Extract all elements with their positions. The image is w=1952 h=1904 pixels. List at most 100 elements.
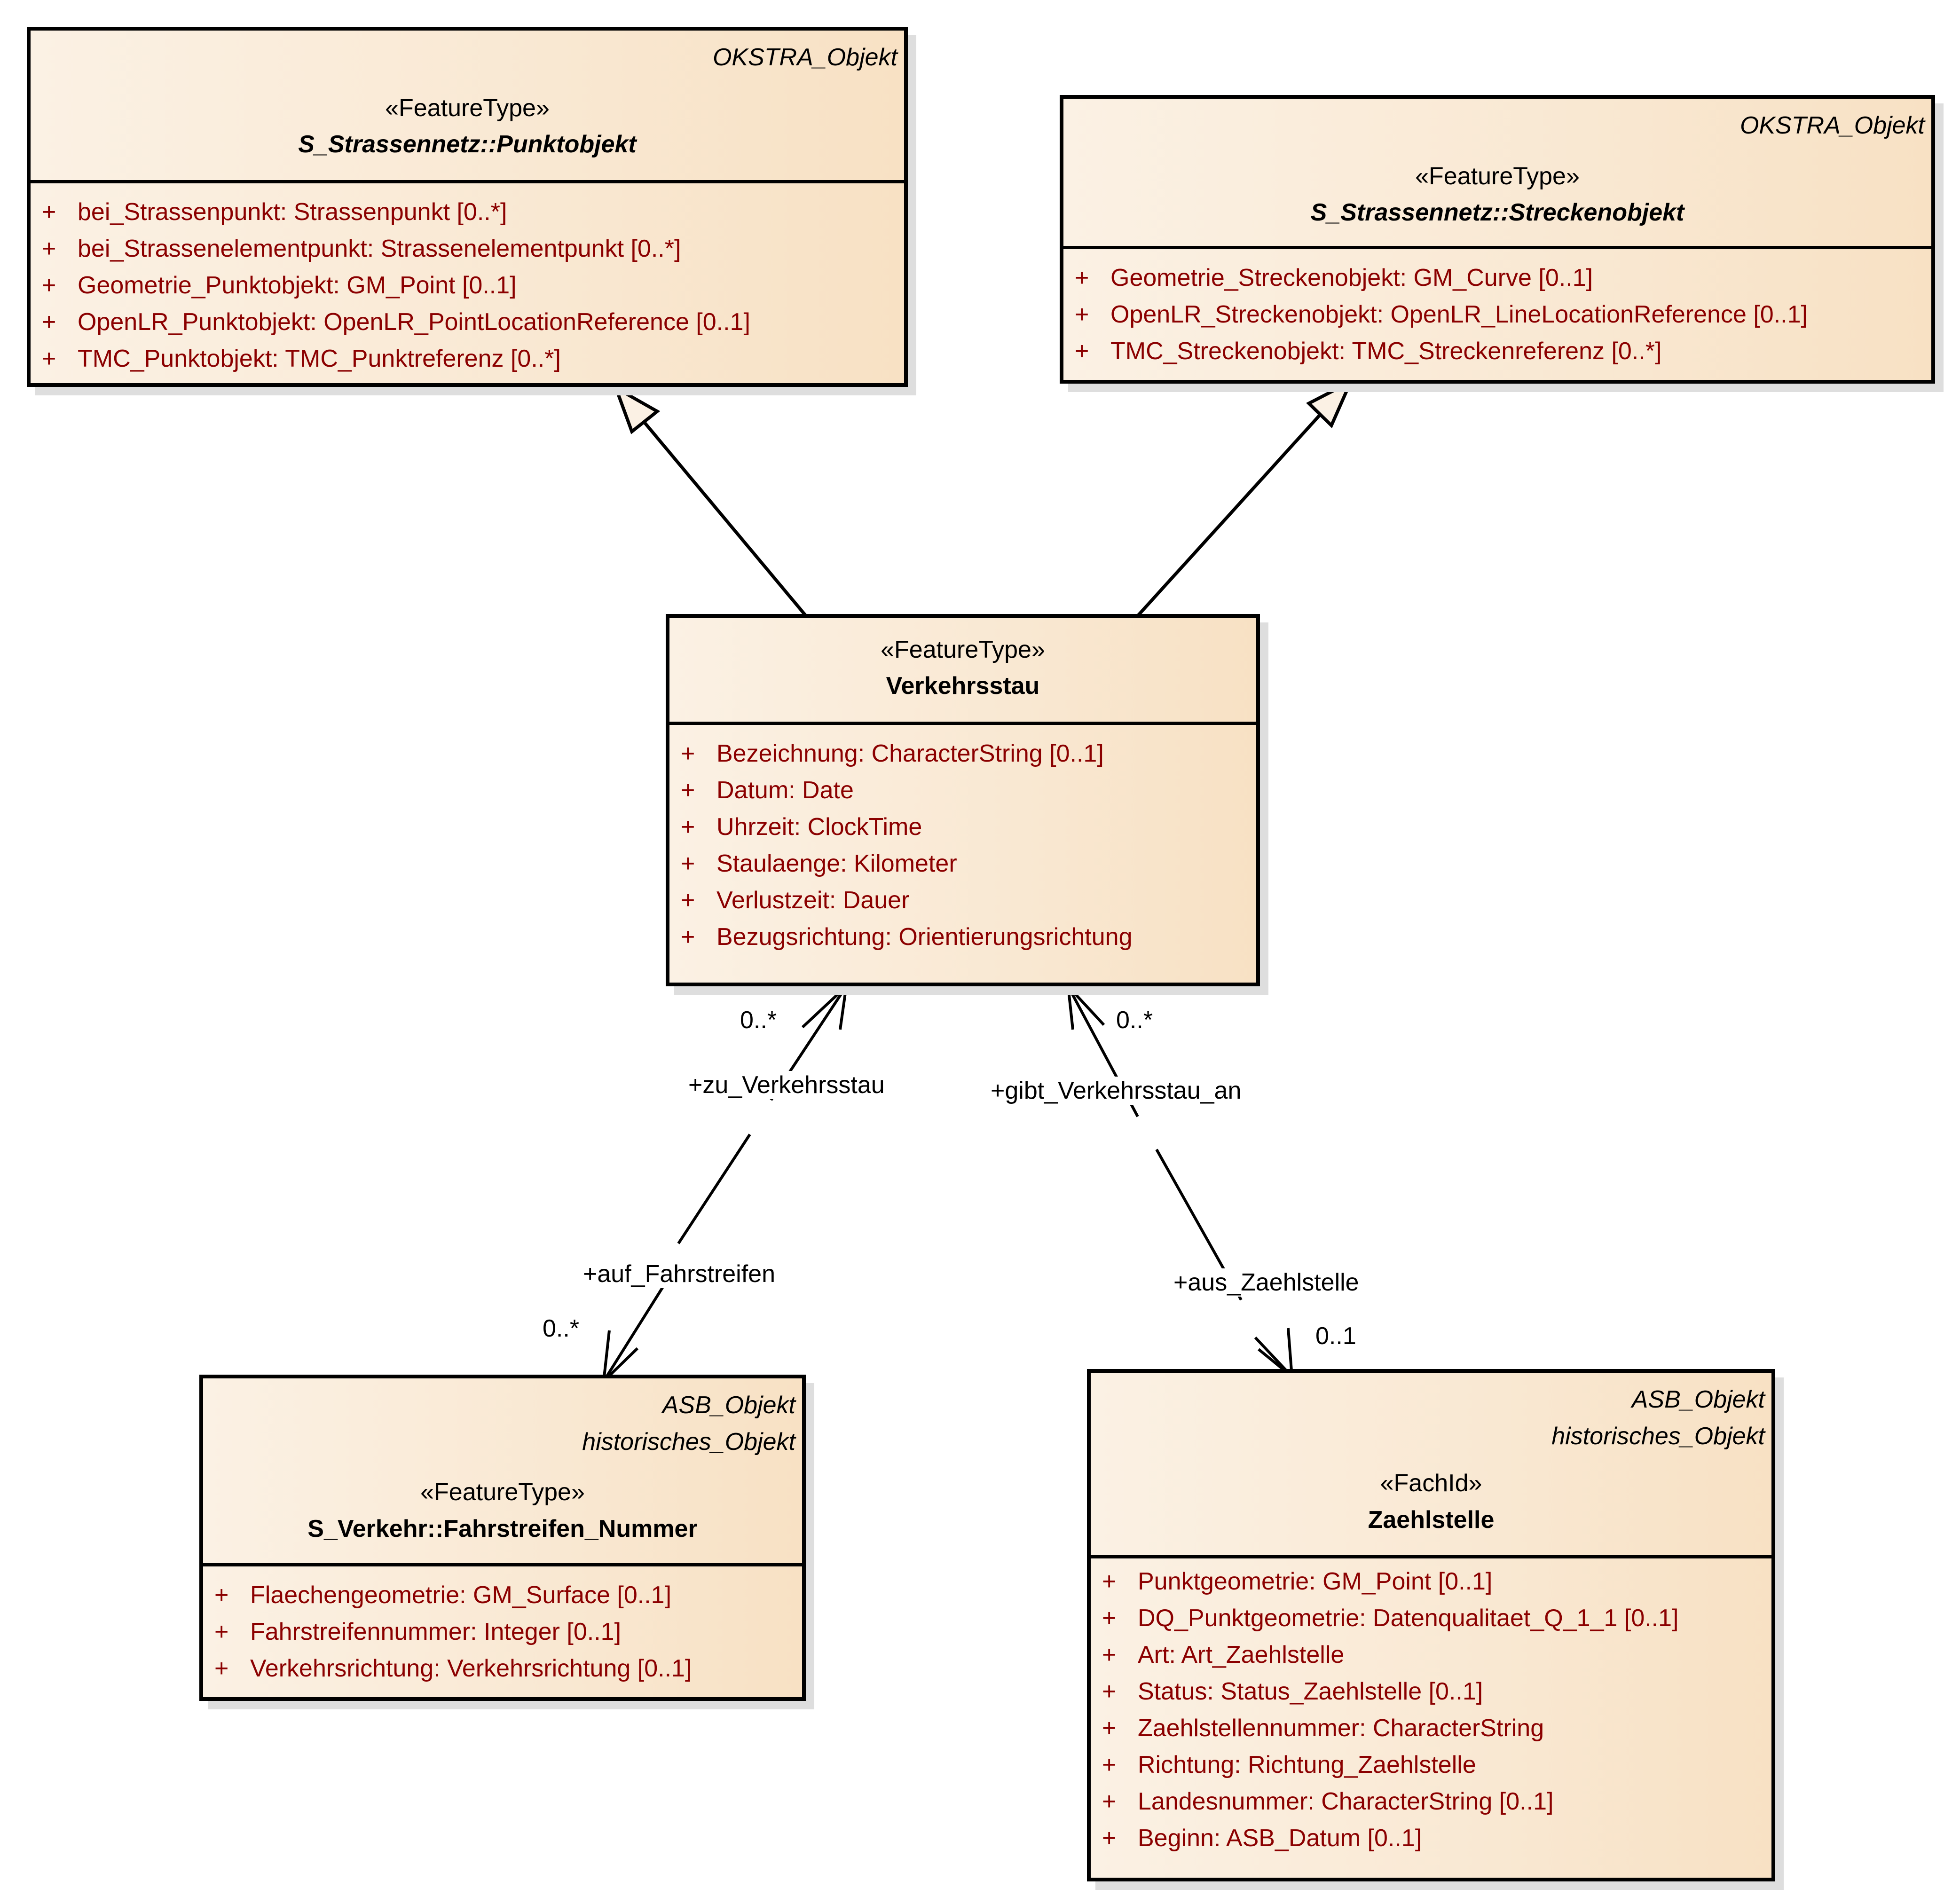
visibility-marker: + [681,813,695,841]
attribute-text: Landesnummer: CharacterString [0..1] [1138,1788,1554,1815]
attribute-text: Geometrie_Punktobjekt: GM_Point [0..1] [78,272,517,299]
attribute-row[interactable]: + Geometrie_Punktobjekt: GM_Point [0..1] [31,267,904,304]
class-header: ASB_Objekt historisches_Objekt «FeatureT… [203,1378,802,1566]
attribute-row[interactable]: +Bezugsrichtung: Orientierungsrichtung [669,919,1256,955]
visibility-marker: + [681,850,695,877]
attribute-row[interactable]: +OpenLR_Punktobjekt: OpenLR_PointLocatio… [31,304,904,340]
attribute-row[interactable]: +bei_Strassenpunkt: Strassenpunkt [0..*] [31,194,904,230]
attribute-row[interactable]: + Zaehlstellennummer: CharacterString [1091,1710,1771,1747]
attribute-row[interactable]: + Status: Status_Zaehlstelle [0..1] [1091,1673,1771,1710]
generalization-to-streckenobjekt[interactable] [1135,378,1354,618]
attribute-text: OpenLR_Streckenobjekt: OpenLR_LineLocati… [1110,301,1808,328]
visibility-marker: + [681,777,695,804]
visibility-marker: + [1102,1825,1117,1852]
attribute-row[interactable]: + Uhrzeit: ClockTime [669,809,1256,845]
tag-label: historisches_Objekt [582,1428,795,1456]
attribute-row[interactable]: + Datum: Date [669,772,1256,809]
attribute-text: Fahrstreifennummer: Integer [0..1] [250,1618,622,1645]
visibility-marker: + [214,1655,229,1682]
class-header: OKSTRA_Objekt «FeatureType» S_Strassenne… [31,31,904,183]
visibility-marker: + [42,235,56,262]
visibility-marker: + [214,1581,229,1609]
tag-label: historisches_Objekt [1551,1423,1765,1450]
attribute-row[interactable]: + TMC_Streckenobjekt: TMC_Streckenreferen… [1063,333,1931,370]
multiplicity-label: 0..* [541,1314,582,1343]
attribute-text: Beginn: ASB_Datum [0..1] [1138,1825,1422,1852]
attribute-row[interactable]: +bei_Strassenelementpunkt: Strasseneleme… [31,230,904,267]
attribute-row[interactable]: + OpenLR_Streckenobjekt: OpenLR_LineLocat… [1063,296,1931,333]
class-stereotype: «FeatureType» [420,1479,585,1506]
attribute-text: Richtung: Richtung_Zaehlstelle [1138,1751,1476,1778]
tag-label: OKSTRA_Objekt [712,44,897,71]
class-zaehlstelle[interactable]: ASB_Objekt historisches_Objekt «FachId» … [1087,1369,1775,1881]
visibility-marker: + [42,345,56,372]
class-tags: OKSTRA_Objekt [1740,107,1925,144]
visibility-marker: + [1102,1751,1117,1778]
open-arrowhead-icon [1066,982,1105,1030]
class-punktobjekt[interactable]: OKSTRA_Objekt «FeatureType» S_Strassenne… [27,27,908,387]
class-verkehrsstau[interactable]: «FeatureType» Verkehrsstau + Bezeichnung:… [666,614,1260,986]
class-name: S_Strassennetz::Punktobjekt [298,131,637,158]
attribute-row[interactable]: +Verkehrsrichtung: Verkehrsrichtung [0..… [203,1650,802,1687]
tag-label: ASB_Objekt [662,1392,795,1419]
class-stereotype: «FeatureType» [881,636,1045,663]
attribute-text: Bezeichnung: CharacterString [0..1] [716,740,1104,767]
class-header: ASB_Objekt historisches_Objekt «FachId» … [1091,1373,1771,1558]
class-attributes: +Punktgeometrie: GM_Point [0..1] +DQ_Pun… [1091,1558,1771,1857]
role-label: +auf_Fahrstreifen [581,1260,778,1288]
visibility-marker: + [1102,1715,1117,1742]
generalization-arrowhead-icon [1306,378,1354,429]
attribute-row[interactable]: + Richtung: Richtung_Zaehlstelle [1091,1747,1771,1783]
attribute-row[interactable]: +Staulaenge: Kilometer [669,845,1256,882]
attribute-text: Uhrzeit: ClockTime [716,813,922,841]
visibility-marker: + [1102,1641,1117,1668]
association-zaehlstelle[interactable] [1066,982,1294,1380]
class-attributes: +Geometrie_Streckenobjekt: GM_Curve [0..… [1063,249,1931,370]
attribute-row[interactable]: + Landesnummer: CharacterString [0..1] [1091,1783,1771,1820]
attribute-text: Verlustzeit: Dauer [716,887,910,914]
class-name: Verkehrsstau [886,672,1040,700]
class-name: S_Strassennetz::Streckenobjekt [1310,199,1684,226]
attribute-row[interactable]: + Verlustzeit: Dauer [669,882,1256,919]
visibility-marker: + [1102,1788,1117,1815]
visibility-marker: + [42,308,56,336]
attribute-row[interactable]: +DQ_Punktgeometrie: Datenqualitaet_Q_1_1… [1091,1600,1771,1636]
attribute-row[interactable]: + TMC_Punktobjekt: TMC_Punktreferenz [0..… [31,340,904,377]
attribute-text: Punktgeometrie: GM_Point [0..1] [1138,1568,1493,1595]
generalization-arrowhead-icon [613,384,661,434]
attribute-text: DQ_Punktgeometrie: Datenqualitaet_Q_1_1 … [1138,1605,1679,1632]
attribute-text: Datum: Date [716,777,854,804]
attribute-row[interactable]: +Punktgeometrie: GM_Point [0..1] [1091,1563,1771,1600]
class-fahrstreifen-nummer[interactable]: ASB_Objekt historisches_Objekt «FeatureT… [199,1375,806,1701]
visibility-marker: + [1075,301,1089,328]
visibility-marker: + [681,887,695,914]
attribute-row[interactable]: +Fahrstreifennummer: Integer [0..1] [203,1613,802,1650]
class-header: OKSTRA_Objekt «FeatureType» S_Strassenne… [1063,99,1931,249]
generalization-to-punktobjekt[interactable] [613,384,808,618]
attribute-row[interactable]: + Beginn: ASB_Datum [0..1] [1091,1820,1771,1857]
class-stereotype: «FachId» [1380,1470,1482,1497]
attribute-row[interactable]: + Bezeichnung: CharacterString [0..1] [669,735,1256,772]
visibility-marker: + [681,923,695,951]
class-tags: ASB_Objekt historisches_Objekt [582,1387,795,1460]
attribute-row[interactable]: +Geometrie_Streckenobjekt: GM_Curve [0..… [1063,260,1931,296]
visibility-marker: + [42,272,56,299]
attribute-text: Status: Status_Zaehlstelle [0..1] [1138,1678,1483,1705]
visibility-marker: + [1075,338,1089,365]
association-fahrstreifen[interactable] [602,983,849,1385]
attribute-text: TMC_Streckenobjekt: TMC_Streckenreferenz… [1110,338,1662,365]
attribute-text: TMC_Punktobjekt: TMC_Punktreferenz [0..*… [78,345,561,372]
multiplicity-label: 0..* [1114,1006,1155,1034]
class-streckenobjekt[interactable]: OKSTRA_Objekt «FeatureType» S_Strassenne… [1060,95,1935,384]
tag-label: OKSTRA_Objekt [1739,112,1925,139]
role-label: +aus_Zaehlstelle [1172,1268,1361,1297]
visibility-marker: + [1102,1678,1117,1705]
visibility-marker: + [681,740,695,767]
class-attributes: +Flaechengeometrie: GM_Surface [0..1] +F… [203,1566,802,1687]
attribute-row[interactable]: +Art: Art_Zaehlstelle [1091,1636,1771,1673]
attribute-text: Zaehlstellennummer: CharacterString [1138,1715,1544,1742]
attribute-row[interactable]: +Flaechengeometrie: GM_Surface [0..1] [203,1577,802,1613]
class-attributes: +bei_Strassenpunkt: Strassenpunkt [0..*]… [31,183,904,377]
visibility-marker: + [42,198,56,226]
class-attributes: + Bezeichnung: CharacterString [0..1] + Da… [669,725,1256,955]
